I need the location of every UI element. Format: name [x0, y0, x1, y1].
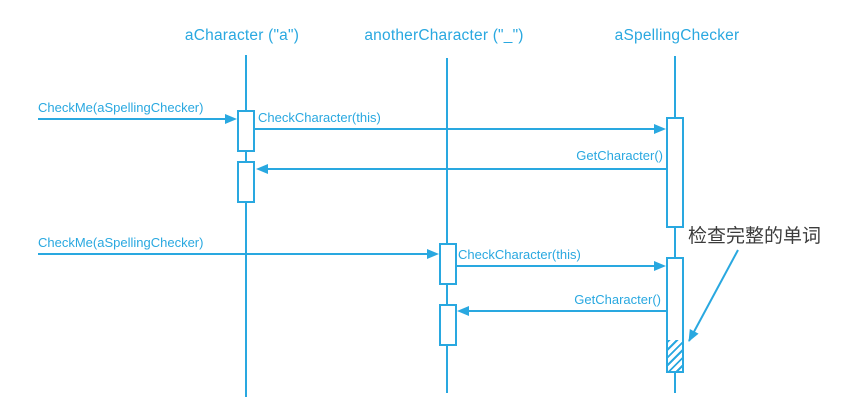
message-label-checkme-1: CheckMe(aSpellingChecker) — [38, 100, 204, 115]
lifeline-anothercharacter — [446, 58, 448, 393]
lifeline-label-anothercharacter: anotherCharacter ("_") — [364, 27, 524, 44]
message-label-getcharacter-1: GetCharacter() — [576, 148, 663, 163]
activation-acharacter-2 — [237, 161, 255, 203]
message-label-checkcharacter-2: CheckCharacter(this) — [458, 247, 581, 262]
lifeline-label-aspellingchecker: aSpellingChecker — [614, 27, 740, 44]
activation-aspellingchecker-1 — [666, 117, 684, 228]
arrowhead-right-icon — [654, 124, 666, 134]
lifeline-label-acharacter: aCharacter ("a") — [184, 27, 300, 44]
message-label-checkcharacter-1: CheckCharacter(this) — [258, 110, 381, 125]
message-line-getcharacter-2 — [468, 310, 666, 312]
arrowhead-right-icon — [225, 114, 237, 124]
activation-anothercharacter-2 — [439, 304, 457, 346]
message-line-checkcharacter-1 — [255, 128, 655, 130]
message-label-getcharacter-2: GetCharacter() — [574, 292, 661, 307]
message-line-checkcharacter-2 — [457, 265, 654, 267]
activation-acharacter-1 — [237, 110, 255, 152]
arrowhead-left-icon — [457, 306, 469, 316]
arrowhead-left-icon — [256, 164, 268, 174]
message-line-checkme-2 — [38, 253, 427, 255]
arrowhead-right-icon — [427, 249, 439, 259]
message-label-checkme-2: CheckMe(aSpellingChecker) — [38, 235, 204, 250]
annotation-arrow — [688, 249, 739, 342]
hatched-activation-segment — [668, 340, 682, 371]
activation-aspellingchecker-2 — [666, 257, 684, 373]
activation-anothercharacter-1 — [439, 243, 457, 285]
message-line-checkme-1 — [38, 118, 226, 120]
message-line-getcharacter-1 — [267, 168, 667, 170]
arrowhead-right-icon — [654, 261, 666, 271]
lifeline-acharacter — [245, 55, 247, 397]
annotation-label: 检查完整的单词 — [688, 225, 822, 247]
